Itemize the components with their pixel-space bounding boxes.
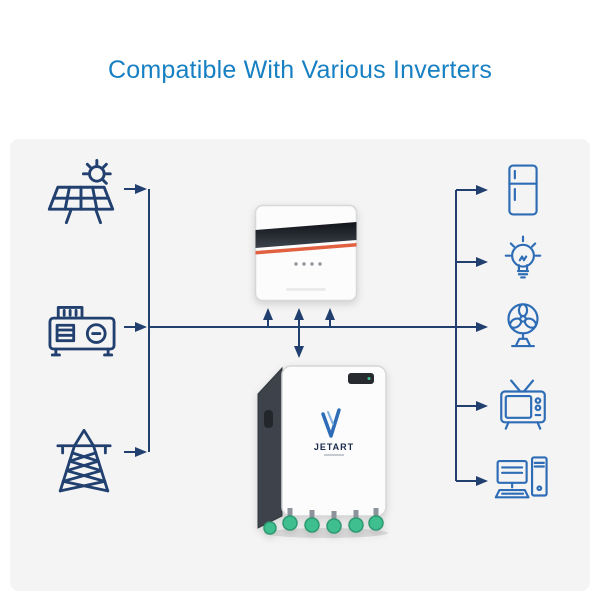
battery-display (348, 373, 374, 384)
light-bulb-icon (504, 235, 542, 279)
load-bulb (494, 233, 552, 291)
battery-side-panel (257, 366, 283, 529)
battery-shadow (264, 528, 388, 538)
desktop-computer-icon (494, 456, 548, 499)
transmission-tower-icon (56, 428, 112, 493)
inverter-status-leds (294, 262, 322, 266)
page-title: Compatible With Various Inverters (107, 56, 493, 84)
battery-terminals (263, 508, 384, 535)
battery-brand-text: JETART (314, 442, 354, 452)
solar-panel-icon (47, 158, 115, 225)
battery-unit: JETART (228, 352, 408, 545)
source-solar (42, 158, 120, 236)
tv-icon (500, 379, 546, 430)
refrigerator-icon (508, 164, 538, 216)
load-fan (494, 298, 552, 356)
inverter-vent (286, 288, 326, 291)
inverter-front-band (255, 222, 357, 255)
load-tv (494, 377, 552, 435)
load-computer (494, 452, 552, 510)
battery-logo: JETART (314, 408, 354, 456)
inverter-image (254, 204, 358, 302)
battery-image: JETART (257, 365, 388, 538)
fan-icon (507, 303, 539, 348)
battery-handle (264, 410, 273, 428)
inverter-unit (254, 204, 358, 307)
source-generator (44, 292, 120, 368)
load-refrigerator (494, 161, 552, 219)
source-grid (46, 422, 122, 498)
generator-icon (48, 306, 116, 357)
battery-indicator-led (367, 377, 371, 380)
battery-front-panel (281, 365, 387, 517)
